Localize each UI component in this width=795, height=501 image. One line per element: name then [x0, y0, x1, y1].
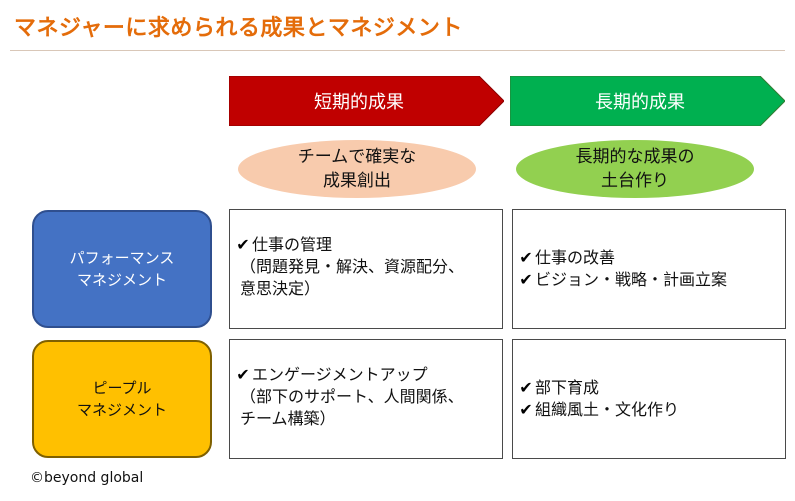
check-mark-icon: ✔ [519, 248, 533, 267]
check-item-text: 仕事の改善 [535, 248, 616, 267]
check-item-text: 部下育成 [535, 378, 600, 397]
short-term-goal-line-2: 成果創出 [323, 171, 391, 191]
check-item: ✔ 仕事の改善 [519, 247, 781, 269]
people-management-label: ピープル マネジメント [32, 340, 212, 458]
page-title: マネジャーに求められる成果とマネジメント [14, 16, 463, 41]
check-item: ✔ 部下育成 [519, 377, 781, 399]
check-item-text: ビジョン・戦略・計画立案 [535, 270, 728, 289]
people-label-line-1: ピープル [92, 379, 152, 397]
detail-text: 意思決定） [240, 279, 321, 298]
short-term-goal-ellipse: チームで確実な 成果創出 [238, 140, 476, 198]
check-item-text: 仕事の管理 [252, 235, 333, 254]
check-mark-icon: ✔ [519, 378, 533, 397]
check-mark-icon: ✔ [236, 235, 250, 254]
title-divider [10, 50, 785, 51]
check-item-text: エンゲージメントアップ [252, 365, 428, 384]
short-term-header-label: 短期的成果 [314, 92, 404, 113]
copyright-text: ©beyond global [30, 470, 144, 486]
performance-label-line-1: パフォーマンス [69, 249, 175, 267]
check-item: ✔ 仕事の管理 [236, 234, 498, 256]
performance-label-line-2: マネジメント [76, 271, 167, 289]
check-item: ✔ 組織風土・文化作り [519, 399, 781, 421]
check-item: ✔ ビジョン・戦略・計画立案 [519, 269, 781, 291]
performance-long-term-cell: ✔ 仕事の改善 ✔ ビジョン・戦略・計画立案 [512, 209, 786, 329]
detail-text: （問題発見・解決、資源配分、 [240, 257, 465, 276]
long-term-goal-ellipse: 長期的な成果の 土台作り [516, 140, 754, 198]
check-item-text: 組織風土・文化作り [535, 400, 680, 419]
performance-short-term-cell: ✔ 仕事の管理 （問題発見・解決、資源配分、 意思決定） [229, 209, 503, 329]
short-term-goal-line-1: チームで確実な [297, 147, 417, 167]
arrow-shape [510, 76, 785, 126]
arrow-shape-long [510, 76, 785, 126]
check-item: ✔ エンゲージメントアップ [236, 364, 498, 386]
short-term-header-arrow: 短期的成果 [229, 76, 504, 126]
long-term-header-arrow: 長期的成果 [510, 76, 785, 126]
check-mark-icon: ✔ [519, 270, 533, 289]
people-long-term-cell: ✔ 部下育成 ✔ 組織風土・文化作り [512, 339, 786, 459]
performance-management-label: パフォーマンス マネジメント [32, 210, 212, 328]
long-term-goal-line-2: 土台作り [601, 171, 669, 191]
people-label-line-2: マネジメント [76, 401, 167, 419]
long-term-header-label: 長期的成果 [595, 92, 685, 113]
arrow-shape [229, 76, 504, 126]
detail-text: チーム構築） [240, 409, 336, 428]
check-mark-icon: ✔ [519, 400, 533, 419]
check-mark-icon: ✔ [236, 365, 250, 384]
detail-text: （部下のサポート、人間関係、 [240, 387, 464, 406]
long-term-goal-line-1: 長期的な成果の [575, 147, 695, 167]
arrow-shape-short [229, 76, 504, 126]
people-short-term-cell: ✔ エンゲージメントアップ （部下のサポート、人間関係、 チーム構築） [229, 339, 503, 459]
